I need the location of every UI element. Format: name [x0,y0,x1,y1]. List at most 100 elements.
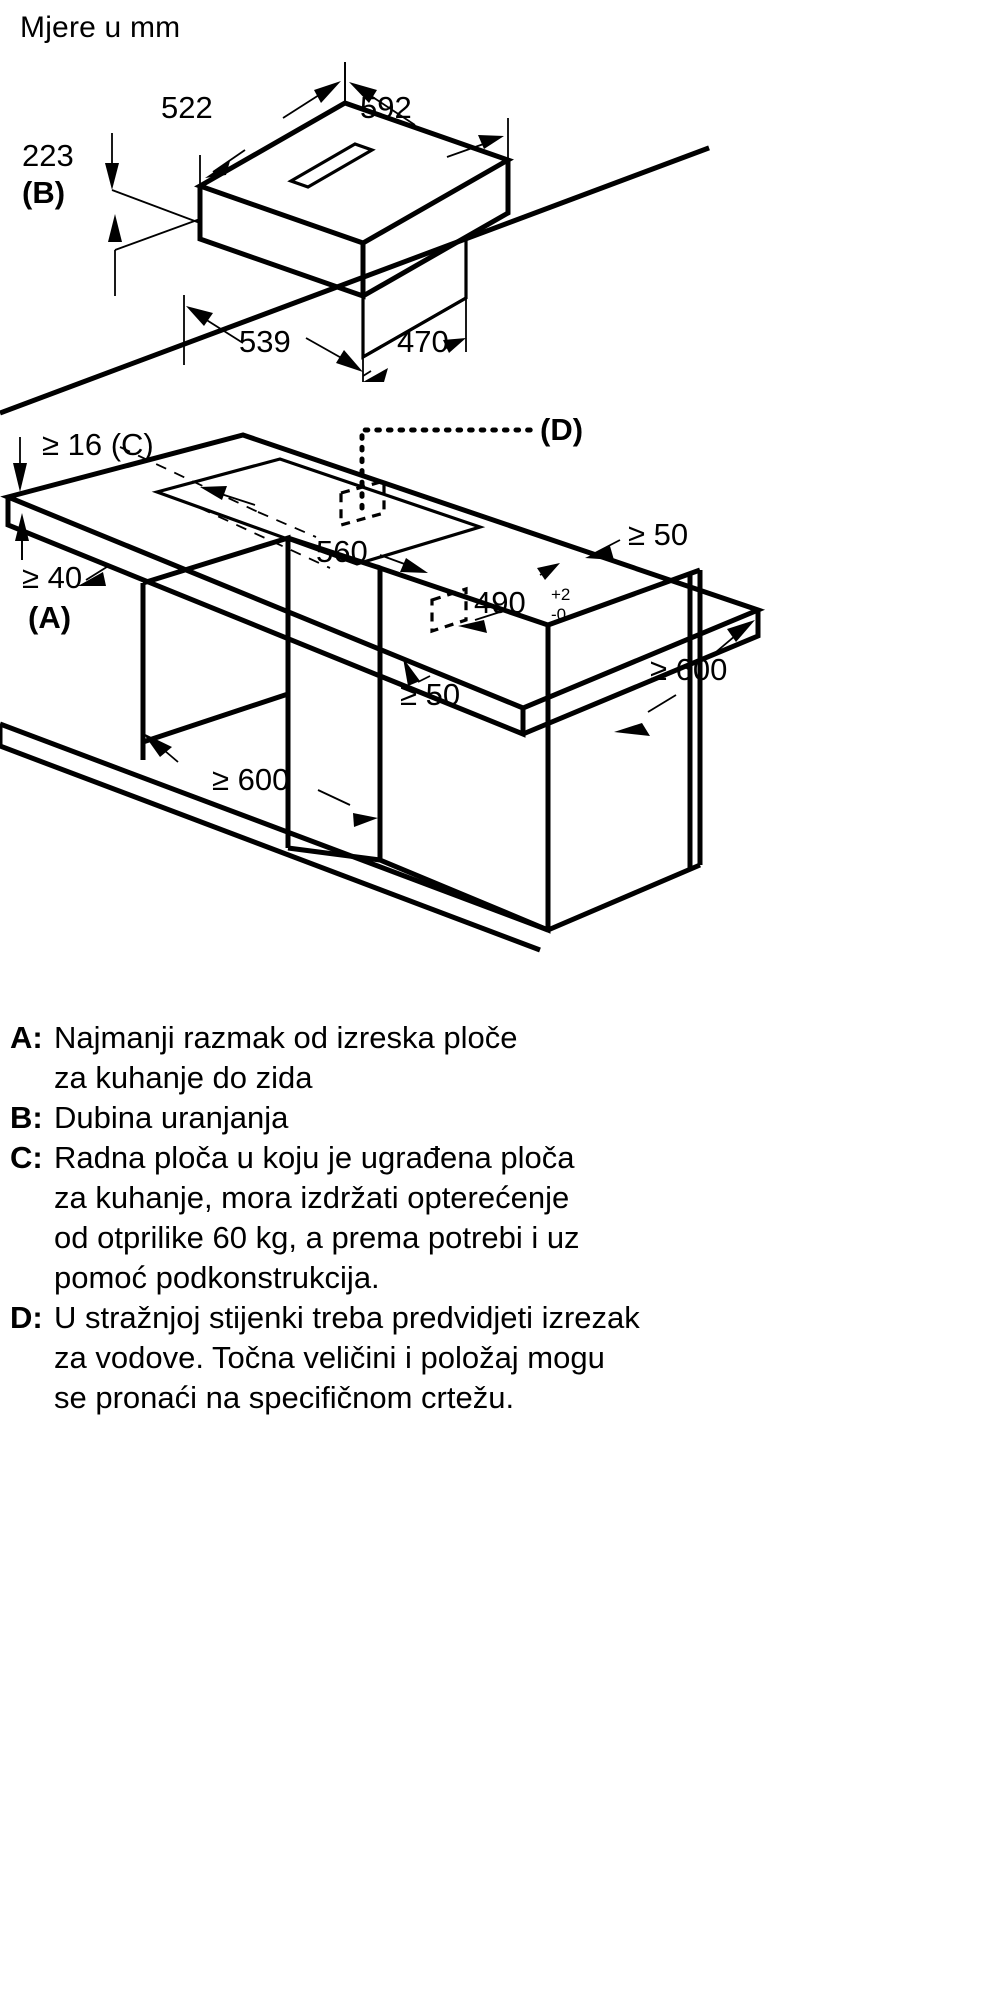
arrowhead-50-middle [403,658,420,686]
leader-470-left [362,370,372,377]
dim-label-223-ref: (B) [22,175,65,210]
dim-label-592: 592 [360,90,412,125]
wall-line-upper [0,145,710,416]
leader-223-top [111,189,201,224]
arrowhead-16c-down [13,463,27,492]
worktop-right-thickness [522,610,761,737]
floor-line-left-lower [0,743,541,953]
arrowhead-539-right [336,350,363,372]
arrowhead-490-left [458,620,487,633]
arrowhead-40a [78,572,106,586]
dim-label-40a: ≥ 40 [22,560,82,595]
dim-label-522: 522 [161,90,213,125]
cabinet-bottom-edge-left [287,845,381,863]
dimension-223: 223 (B) [22,133,201,296]
legend-text-c: Radna ploča u koju je ugrađena ploča za … [54,1140,580,1295]
dim-label-223: 223 [22,138,74,173]
arrowhead-490-right [537,563,560,580]
dim-label-600-left: ≥ 600 [212,762,289,797]
legend-block: A: Najmanji razmak od izreska ploče za k… [10,1018,990,1418]
dimension-40a: ≥ 40 (A) [21,533,111,635]
technical-drawing: 522 592 [0,62,766,953]
arrowhead-522-left [205,161,230,178]
leader-539-right [305,337,346,361]
arrowhead-600-right-down [614,723,650,736]
construction-dash-1 [119,446,259,513]
cabinet-assembly: (D) ≥ 16 (C) ≥ 40 (A) [0,145,766,953]
arrowhead-223-down [105,163,119,190]
arrowhead-592-left [349,82,377,103]
cabinet-right-bottom-edge [547,862,701,933]
cooktop-front-face [197,186,366,300]
dimension-560: 560 [200,486,428,573]
dim-label-490-tol-plus: +2 [551,585,570,604]
worktop-front-thickness [5,497,526,738]
cabinet-left-panel-bottom [142,691,289,745]
pipe-cutout-box [430,586,468,634]
dim-label-600-right: ≥ 600 [650,652,727,687]
legend-text-d: U stražnjoj stijenki treba predvidjeti i… [54,1300,640,1415]
dimension-522: 522 [161,62,346,186]
dim-label-16c: ≥ 16 (C) [42,427,154,462]
rear-wall-cutout-box [339,478,386,528]
dimension-470: 470 [362,298,467,382]
leader-490-left [474,611,501,621]
arrowhead-600-right-up [727,620,755,642]
leader-223-bottom [114,218,201,251]
leader-600-left-down [317,789,351,806]
callout-label-d: (D) [540,412,583,447]
arrowhead-592-right [478,135,504,149]
dim-label-539: 539 [239,324,291,359]
cabinet-inner-top-edge [287,535,381,571]
downdraft-bottom-edge [362,296,467,359]
legend-item-b: B: Dubina uranjanja [10,1098,990,1138]
arrowhead-470-left [363,368,388,382]
dim-label-50-middle: ≥ 50 [400,677,460,712]
dim-label-50-top-right: ≥ 50 [628,517,688,552]
legend-key-d: D: [10,1300,43,1335]
arrowhead-539-left [186,306,213,326]
leader-d-dotted [359,427,539,511]
dimension-50-middle: ≥ 50 [400,658,460,712]
legend-key-a: A: [10,1020,43,1055]
arrowhead-470-right [443,338,466,353]
arrowhead-600-left-down [353,813,378,827]
dim-label-560: 560 [316,534,368,569]
leader-600-right-down [647,694,677,713]
dimension-600-right: ≥ 600 [614,620,755,736]
dim-label-490: 490 [474,585,526,620]
legend-text-a: Najmanji razmak od izreska ploče za kuha… [54,1020,518,1095]
arrowhead-16c-up [15,513,29,541]
legend-key-c: C: [10,1140,43,1175]
arrowhead-600-left-up [143,733,172,757]
arrowhead-50-top-right [585,546,614,560]
legend-item-a: A: Najmanji razmak od izreska ploče za k… [10,1018,990,1098]
legend-item-c: C: Radna ploča u koju je ugrađena ploča … [10,1138,990,1298]
dimension-490: 490 +2 -0 [458,563,570,633]
arrowhead-522-right [314,81,341,103]
cooktop-top-surface [194,100,514,246]
arrowhead-560-right [400,558,428,573]
leader-50-top-right [594,539,621,554]
leader-40a [85,564,111,581]
dimension-50-top-right: ≥ 50 [585,517,688,560]
arrowhead-223-up [108,214,122,242]
legend-text-b: Dubina uranjanja [54,1100,289,1135]
units-heading: Mjere u mm [20,11,181,44]
cabinet-right-top-edge [547,567,701,628]
dimension-592: 592 [344,62,509,160]
construction-dash-3 [257,511,317,538]
drawing-canvas: 522 592 [0,62,766,953]
cooktop-assembly: 522 592 [22,62,514,382]
dimension-600-left: ≥ 600 [143,733,378,827]
downdraft-top-right-edge [465,211,509,239]
floor-line-left [0,721,549,933]
dim-label-490-tol-minus: -0 [551,605,566,624]
leader-560-left [217,492,256,506]
leader-522-left [212,149,246,173]
dimension-539-appliance: 539 [183,295,364,382]
dim-label-470: 470 [397,324,449,359]
legend-item-d: D: U stražnjoj stijenki treba predvidjet… [10,1298,990,1418]
ventilation-slot [287,142,376,189]
